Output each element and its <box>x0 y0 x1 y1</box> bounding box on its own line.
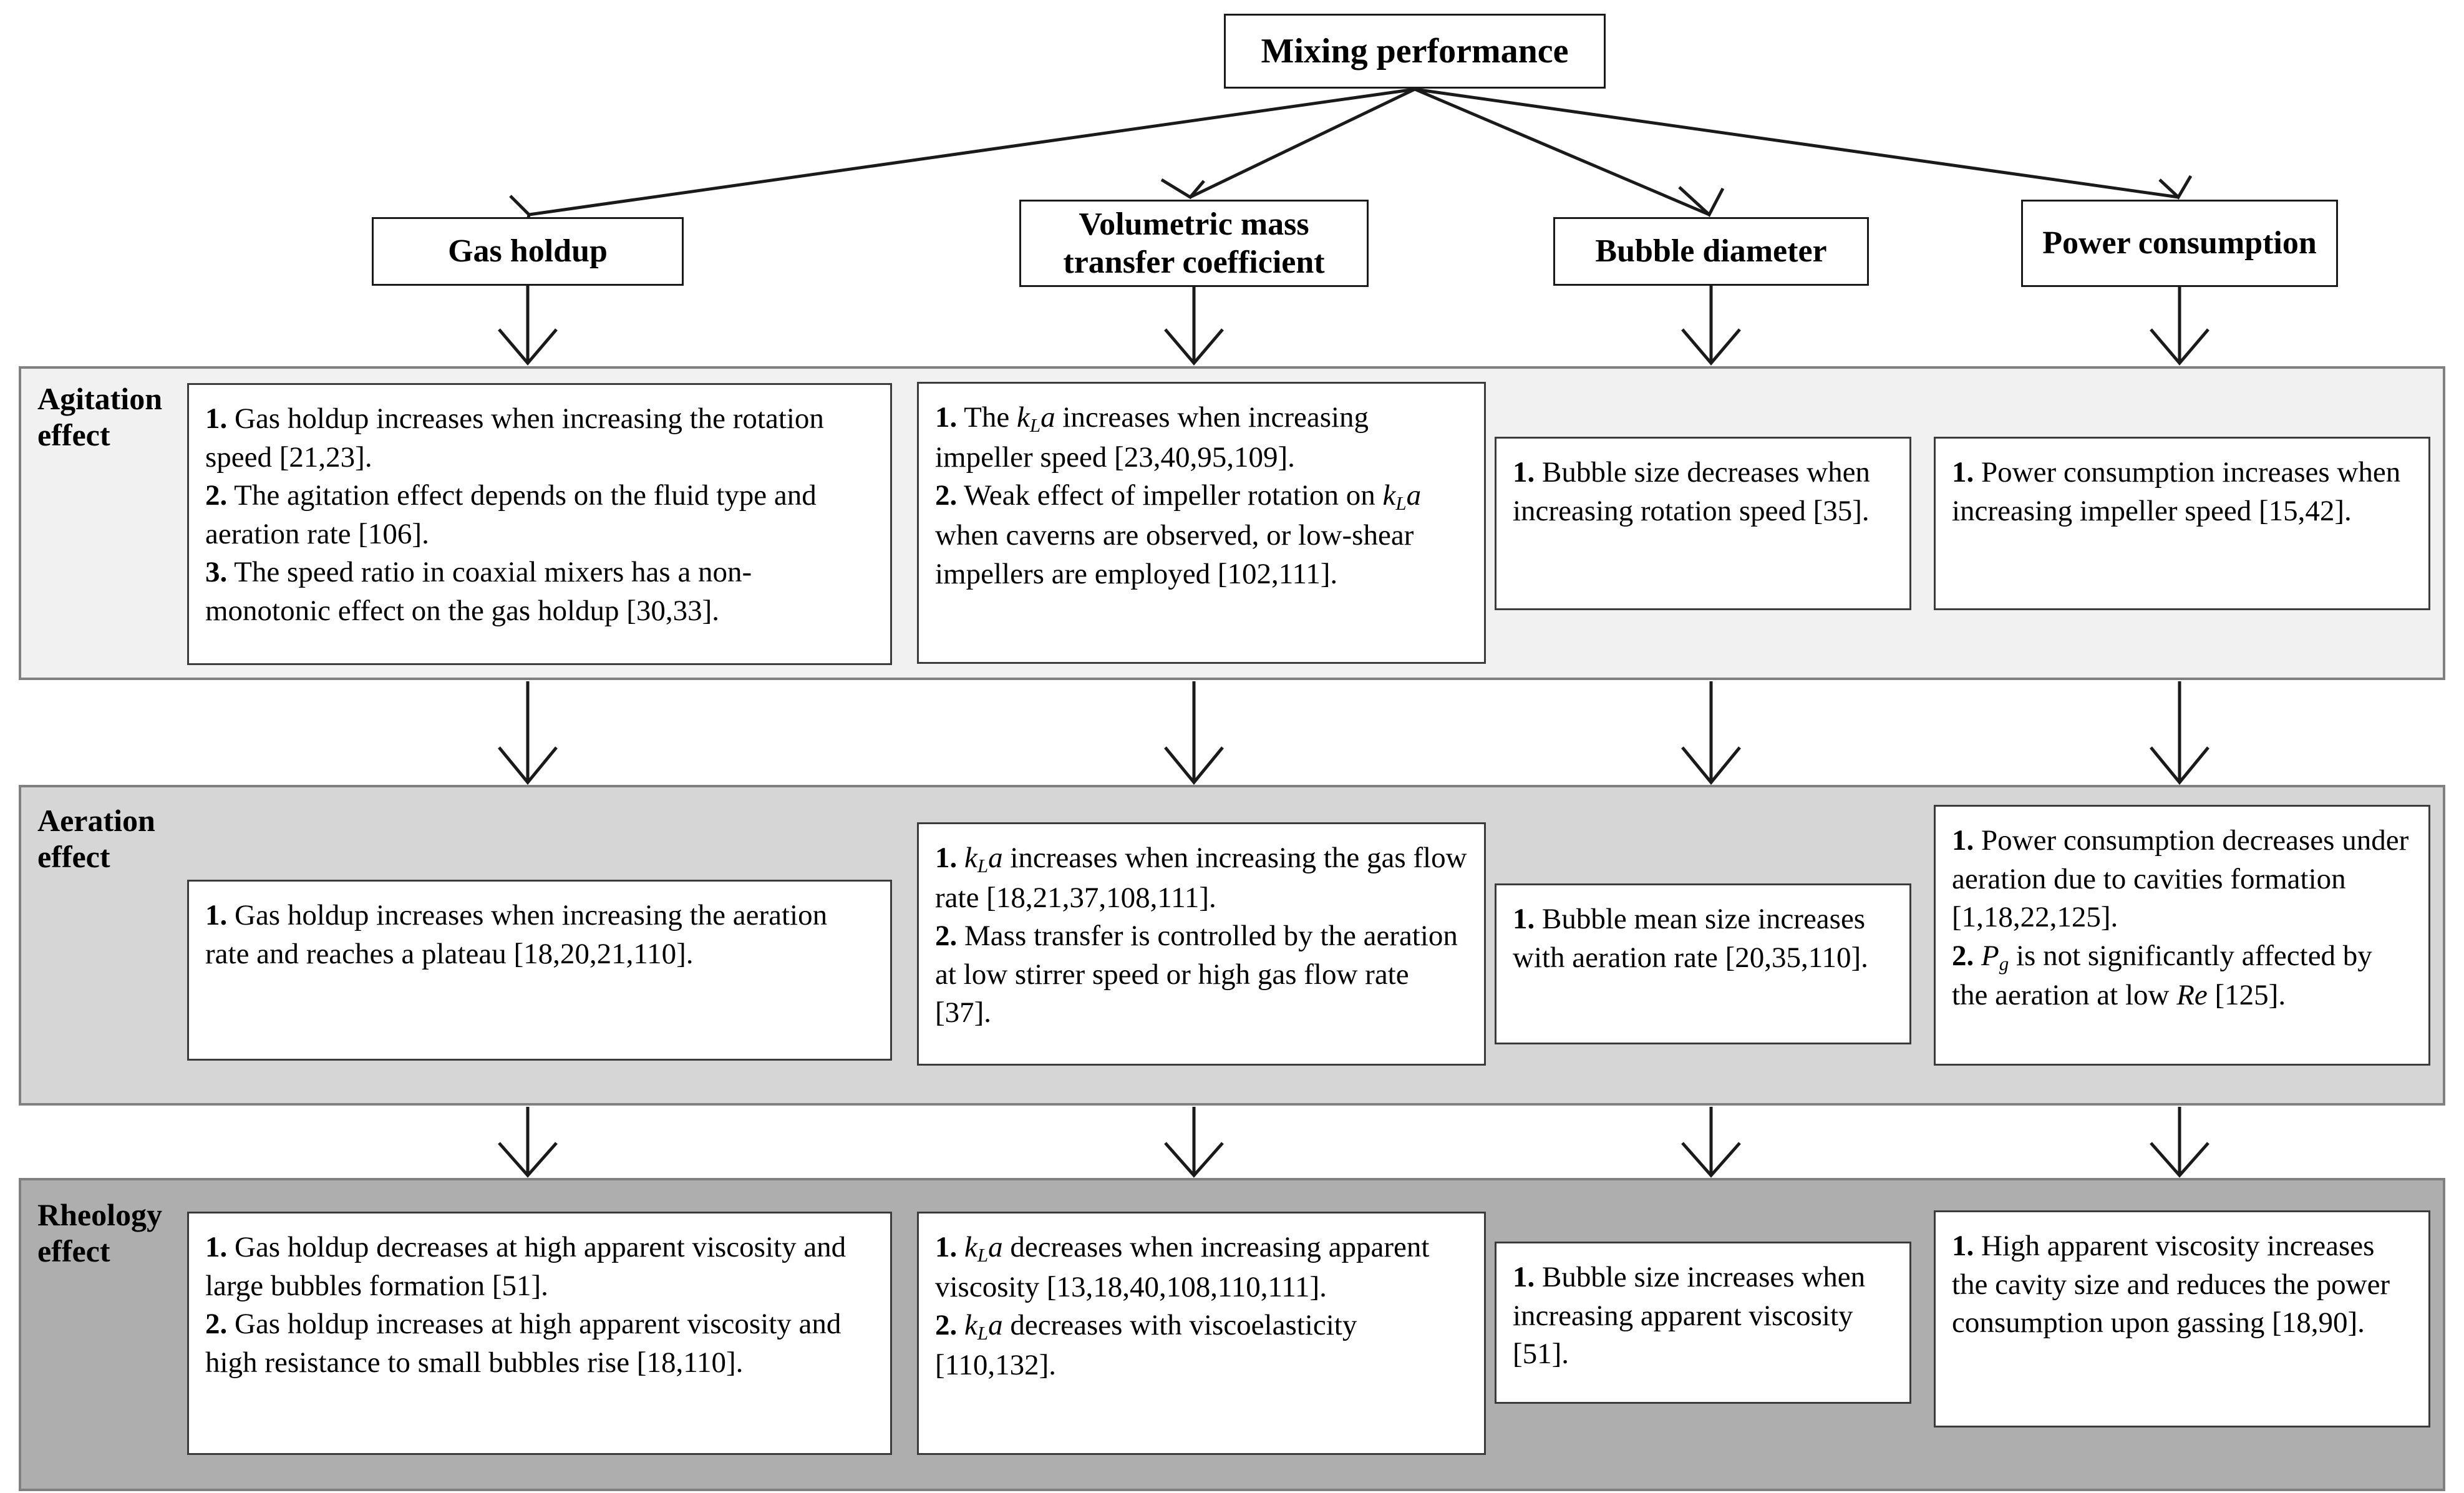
card-agitation-bubble-diameter[interactable]: 1. Bubble size decreases when increasing… <box>1495 437 1911 610</box>
card-agitation-kla[interactable]: 1. The kLa increases when increasing imp… <box>917 382 1486 664</box>
arrowhead-aeration-rheology-col2 <box>1164 1142 1224 1178</box>
arrowhead-bubble-agitation <box>1681 328 1741 366</box>
card-rheology-bubble-diameter[interactable]: 1. Bubble size increases when increasing… <box>1495 1242 1911 1404</box>
category-node-bubble-diameter[interactable]: Bubble diameter <box>1553 217 1869 286</box>
arrowhead-kla-agitation <box>1164 328 1224 366</box>
category-node-power-consumption[interactable]: Power consumption <box>2021 200 2338 287</box>
arrowhead-agitation-aeration-col4 <box>2150 746 2209 785</box>
root-node-mixing-performance[interactable]: Mixing performance <box>1224 14 1606 89</box>
arrowhead-power-consumption <box>2158 175 2193 200</box>
category-node-gas-holdup[interactable]: Gas holdup <box>372 217 684 286</box>
band-label-rheology-effect: Rheology effect <box>37 1197 162 1268</box>
band-label-agitation-effect: Agitation effect <box>37 381 162 452</box>
card-rheology-gas-holdup[interactable]: 1. Gas holdup decreases at high apparent… <box>187 1212 892 1455</box>
link-root-to-kla <box>1189 87 1416 199</box>
card-aeration-kla[interactable]: 1. kLa increases when increasing the gas… <box>917 822 1486 1066</box>
card-aeration-power-consumption[interactable]: 1. Power consumption decreases under aer… <box>1934 805 2430 1066</box>
card-aeration-bubble-diameter[interactable]: 1. Bubble mean size increases with aerat… <box>1495 883 1911 1044</box>
arrowhead-aeration-rheology-col1 <box>498 1142 558 1178</box>
card-aeration-gas-holdup[interactable]: 1. Gas holdup increases when increasing … <box>187 880 892 1061</box>
arrowhead-power-agitation <box>2150 328 2209 366</box>
arrowhead-aeration-rheology-col3 <box>1681 1142 1741 1178</box>
band-label-aeration-effect: Aeration effect <box>37 803 155 874</box>
category-node-volumetric-mass-transfer-coefficient[interactable]: Volumetric mass transfer coefficient <box>1019 200 1369 287</box>
link-root-to-bubble-diameter <box>1414 87 1710 216</box>
card-agitation-power-consumption[interactable]: 1. Power consumption increases when incr… <box>1934 437 2430 610</box>
arrowhead-kla <box>1160 178 1205 200</box>
arrowhead-bubble-diameter <box>1678 186 1725 218</box>
arrowhead-agitation-aeration-col3 <box>1681 746 1741 785</box>
arrowhead-aeration-rheology-col4 <box>2150 1142 2209 1178</box>
link-root-to-gas-holdup <box>528 87 1415 216</box>
arrowhead-agitation-aeration-col2 <box>1164 746 1224 785</box>
card-rheology-kla[interactable]: 1. kLa decreases when increasing apparen… <box>917 1212 1486 1455</box>
arrowhead-gas-holdup-agitation <box>498 328 558 366</box>
card-agitation-gas-holdup[interactable]: 1. Gas holdup increases when increasing … <box>187 383 892 665</box>
link-root-to-power-consumption <box>1414 87 2179 199</box>
arrowhead-agitation-aeration-col1 <box>498 746 558 785</box>
card-rheology-power-consumption[interactable]: 1. High apparent viscosity increases the… <box>1934 1210 2430 1427</box>
